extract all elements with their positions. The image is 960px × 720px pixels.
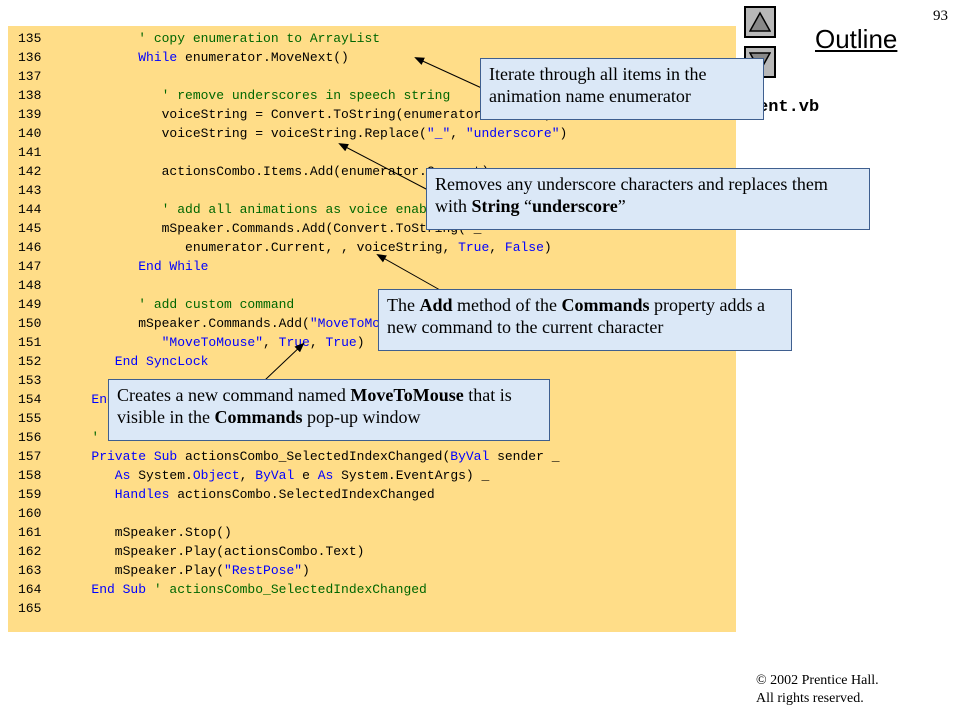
code-text: "MoveToMouse", True, True) bbox=[68, 335, 365, 350]
code-text: mSpeaker.Play("RestPose") bbox=[68, 563, 310, 578]
code-text: voiceString = voiceString.Replace("_", "… bbox=[68, 126, 568, 141]
line-number: 165 bbox=[18, 601, 42, 616]
code-text: mSpeaker.Commands.Add(Convert.ToString( … bbox=[68, 221, 482, 236]
previous-slide-button[interactable] bbox=[744, 6, 776, 38]
line-number: 148 bbox=[18, 278, 42, 293]
callout-underscore: Removes any underscore characters and re… bbox=[426, 168, 870, 230]
line-number: 140 bbox=[18, 126, 42, 141]
line-number: 137 bbox=[18, 69, 42, 84]
line-number: 151 bbox=[18, 335, 42, 350]
line-number: 160 bbox=[18, 506, 42, 521]
line-number: 149 bbox=[18, 297, 42, 312]
line-number: 158 bbox=[18, 468, 42, 483]
line-number: 146 bbox=[18, 240, 42, 255]
callout-add-method: The Add method of the Commands property … bbox=[378, 289, 792, 351]
page-number: 93 bbox=[933, 8, 948, 24]
line-number: 152 bbox=[18, 354, 42, 369]
code-text: ' add custom command bbox=[68, 297, 295, 312]
callout-iterate: Iterate through all items in the animati… bbox=[480, 58, 764, 120]
line-number: 163 bbox=[18, 563, 42, 578]
file-name: ent.vb bbox=[758, 98, 820, 117]
triangle-up-icon bbox=[749, 11, 771, 32]
code-text: ' remove underscores in speech string bbox=[68, 88, 451, 103]
code-text: mSpeaker.Stop() bbox=[68, 525, 232, 540]
line-number: 161 bbox=[18, 525, 42, 540]
code-text: Private Sub actionsCombo_SelectedIndexCh… bbox=[68, 449, 560, 464]
line-number: 154 bbox=[18, 392, 42, 407]
code-text: While enumerator.MoveNext() bbox=[68, 50, 349, 65]
code-text: End While bbox=[68, 259, 209, 274]
line-number: 142 bbox=[18, 164, 42, 179]
callout-movetomouse: Creates a new command named MoveToMouse … bbox=[108, 379, 550, 441]
line-number: 157 bbox=[18, 449, 42, 464]
line-number: 164 bbox=[18, 582, 42, 597]
code-text: End SyncLock bbox=[68, 354, 209, 369]
line-number: 153 bbox=[18, 373, 42, 388]
line-number: 136 bbox=[18, 50, 42, 65]
copyright-notice: © 2002 Prentice Hall. All rights reserve… bbox=[756, 672, 879, 708]
line-number: 156 bbox=[18, 430, 42, 445]
line-number: 141 bbox=[18, 145, 42, 160]
line-number: 155 bbox=[18, 411, 42, 426]
copyright-line-2: All rights reserved. bbox=[756, 691, 864, 706]
code-text: As System.Object, ByVal e As System.Even… bbox=[68, 468, 490, 483]
code-text: mSpeaker.Play(actionsCombo.Text) bbox=[68, 544, 365, 559]
line-number: 138 bbox=[18, 88, 42, 103]
copyright-line-1: © 2002 Prentice Hall. bbox=[756, 673, 879, 688]
line-number: 150 bbox=[18, 316, 42, 331]
line-number: 145 bbox=[18, 221, 42, 236]
line-number: 147 bbox=[18, 259, 42, 274]
line-number: 139 bbox=[18, 107, 42, 122]
line-number: 144 bbox=[18, 202, 42, 217]
code-text: enumerator.Current, , voiceString, True,… bbox=[68, 240, 552, 255]
line-number: 135 bbox=[18, 31, 42, 46]
outline-link[interactable]: Outline bbox=[815, 24, 898, 54]
line-number: 162 bbox=[18, 544, 42, 559]
code-text: Handles actionsCombo.SelectedIndexChange… bbox=[68, 487, 435, 502]
line-number: 159 bbox=[18, 487, 42, 502]
code-text: End Sub ' actionsCombo_SelectedIndexChan… bbox=[68, 582, 427, 597]
line-number: 143 bbox=[18, 183, 42, 198]
code-text: ' copy enumeration to ArrayList bbox=[68, 31, 381, 46]
